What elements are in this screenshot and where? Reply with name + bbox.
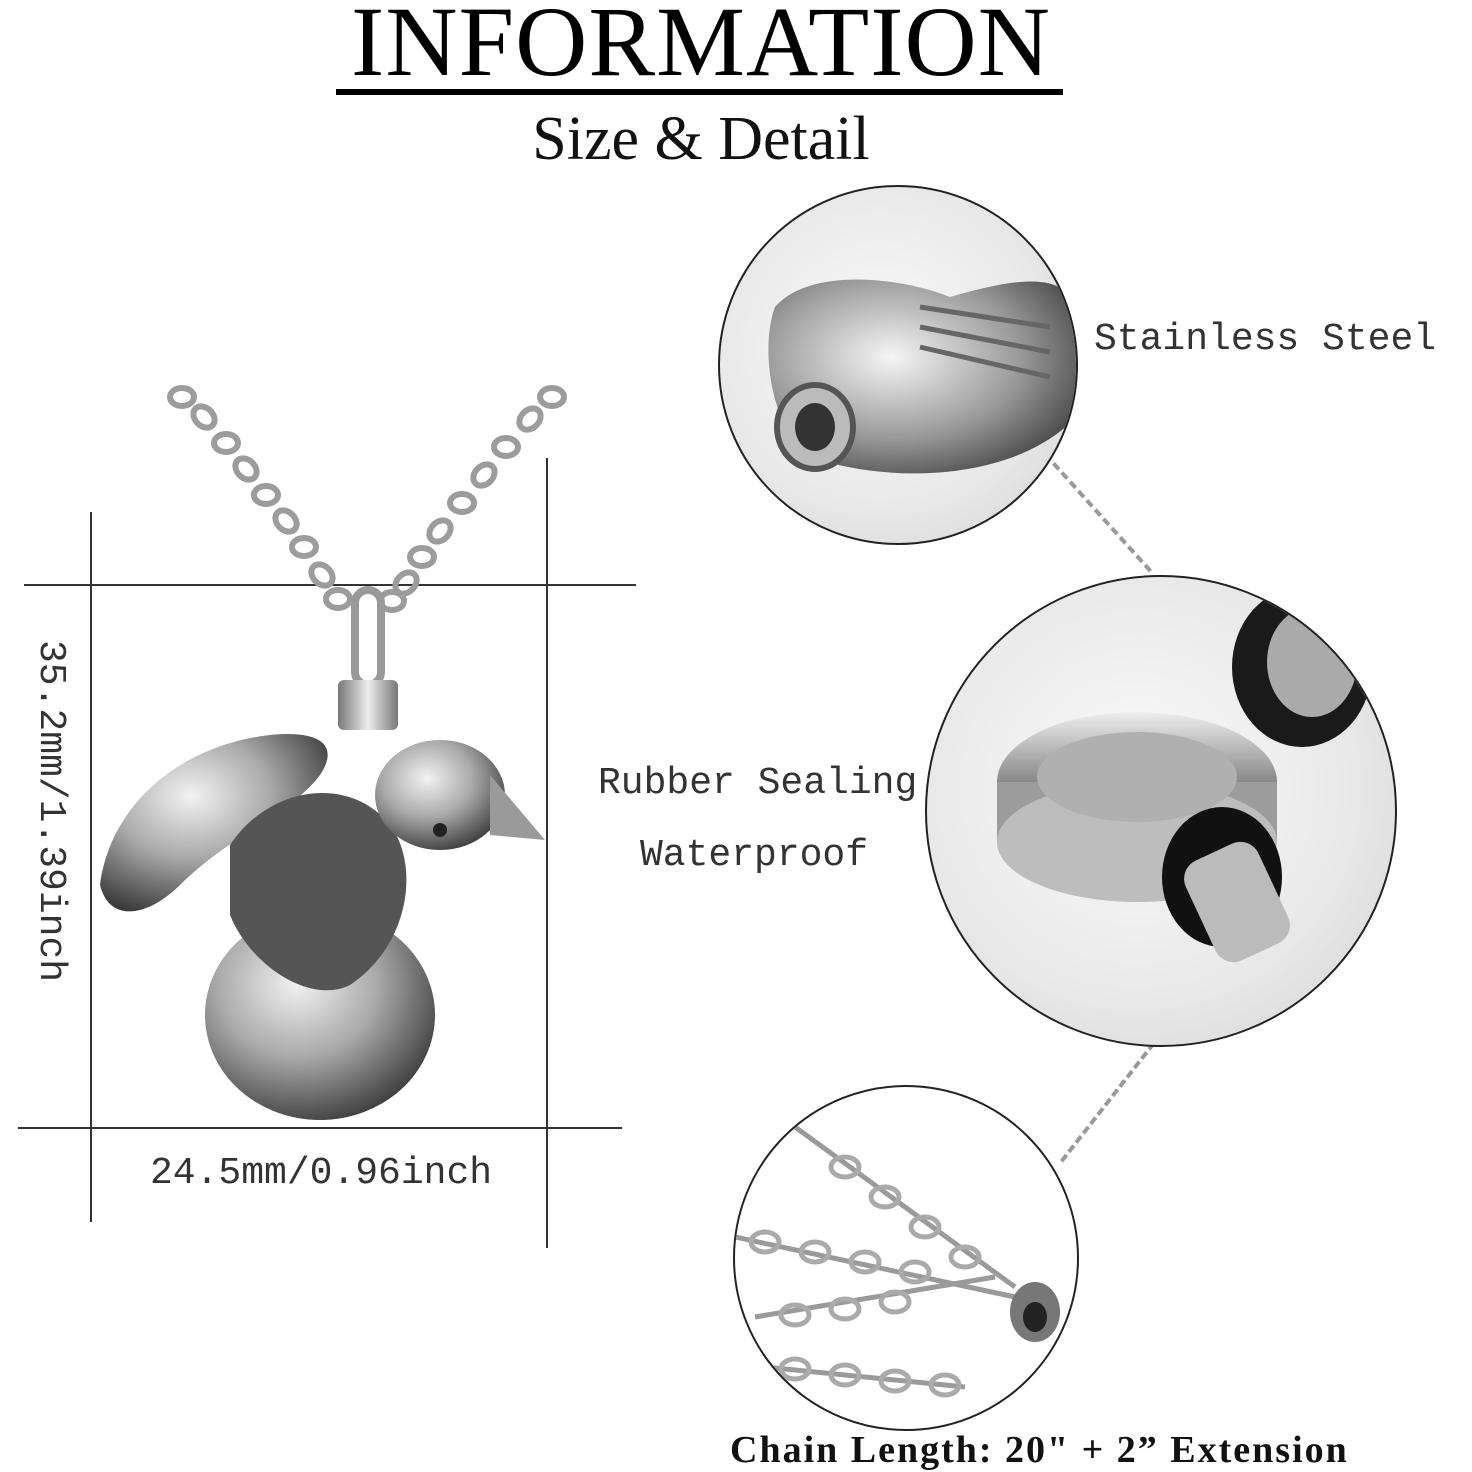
detail-image-stainless-steel [718,185,1078,545]
stainless-steel-label: Stainless Steel [1094,318,1437,361]
necklace-chain-icon [160,385,580,625]
width-dimension-label: 24.5mm/0.96inch [150,1152,493,1195]
pendant-icon [90,585,550,1130]
detail-image-chain [733,1085,1079,1431]
chain-length-caption: Chain Length: 20" + 2” Extension [730,1429,1349,1471]
detail-image-rubber-sealing [925,575,1397,1047]
chain-with-clasp-icon [735,1124,1060,1398]
page-title: INFORMATION [351,0,1051,97]
dashed-connector [1060,1041,1156,1163]
waterproof-label: Waterproof [640,834,869,877]
rubber-sealing-label: Rubber Sealing [598,762,918,805]
page-subtitle: Size & Detail [532,105,870,173]
height-dimension-label: 35.2mm/1.39inch [29,640,72,983]
title-underline [336,89,1063,95]
dimension-line-bottom [18,1127,622,1129]
pendant-closeup-icon [768,279,1076,474]
screw-cap-icon [997,587,1372,963]
dimension-line-left [90,512,92,1222]
dashed-connector [1052,462,1153,573]
dimension-line-right [546,458,548,1248]
